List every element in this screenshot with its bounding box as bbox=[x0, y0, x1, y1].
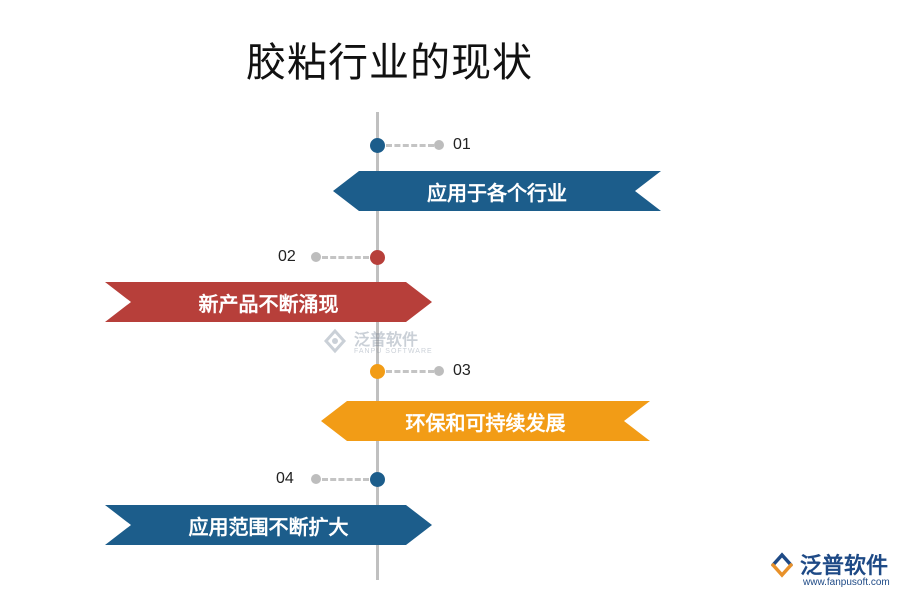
connector-04 bbox=[322, 478, 369, 481]
brand-name: 泛普软件 bbox=[800, 554, 889, 579]
item-number-03: 03 bbox=[453, 362, 471, 379]
connector-01 bbox=[386, 144, 434, 147]
item-number-01: 01 bbox=[453, 136, 471, 153]
connector-03 bbox=[386, 370, 434, 373]
brand-url: www.fanpusoft.com bbox=[803, 577, 890, 588]
banner-03: 环保和可持续发展 bbox=[321, 401, 650, 441]
watermark: 泛普软件 FANPU SOFTWARE bbox=[322, 328, 433, 358]
banner-01: 应用于各个行业 bbox=[333, 171, 661, 211]
banner-04: 应用范围不断扩大 bbox=[105, 505, 432, 545]
connector-end-dot-02 bbox=[311, 252, 321, 262]
watermark-logo-icon bbox=[322, 328, 348, 358]
brand-logo-icon bbox=[768, 551, 796, 583]
watermark-name: 泛普软件 bbox=[354, 329, 419, 349]
brand-logo: 泛普软件 bbox=[768, 551, 888, 583]
timeline-node-03 bbox=[370, 364, 385, 379]
timeline-node-02 bbox=[370, 250, 385, 265]
item-number-04: 04 bbox=[276, 470, 294, 487]
connector-02 bbox=[322, 256, 369, 259]
diagram-title: 胶粘行业的现状 bbox=[246, 40, 533, 86]
connector-end-dot-03 bbox=[434, 366, 444, 376]
connector-end-dot-04 bbox=[311, 474, 321, 484]
watermark-subtitle: FANPU SOFTWARE bbox=[354, 347, 433, 355]
timeline-node-01 bbox=[370, 138, 385, 153]
banner-02: 新产品不断涌现 bbox=[105, 282, 432, 322]
item-number-02: 02 bbox=[278, 248, 296, 265]
timeline-node-04 bbox=[370, 472, 385, 487]
timeline-axis bbox=[376, 112, 379, 580]
connector-end-dot-01 bbox=[434, 140, 444, 150]
